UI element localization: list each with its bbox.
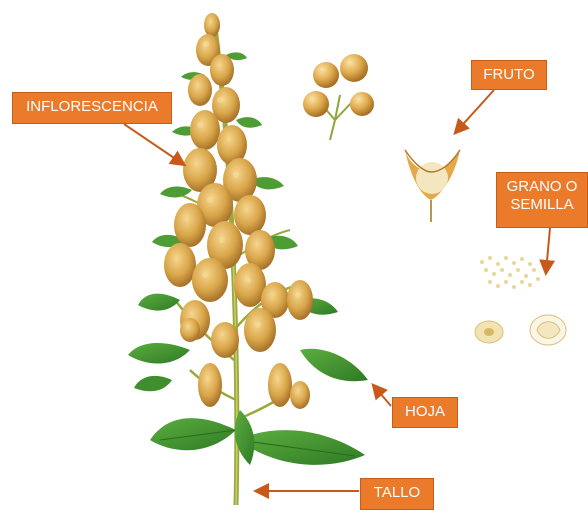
label-grano-line1: GRANO O bbox=[499, 178, 585, 196]
arrow-grano bbox=[546, 228, 550, 272]
quinoa-plant-illustration bbox=[128, 13, 368, 505]
label-grano-semilla: GRANO O SEMILLA bbox=[496, 172, 588, 228]
label-tallo-text: TALLO bbox=[369, 484, 425, 502]
seed-grains-illustration bbox=[475, 256, 566, 345]
label-hoja: HOJA bbox=[392, 397, 458, 428]
label-inflorescencia: INFLORESCENCIA bbox=[12, 92, 172, 124]
open-fruit-illustration bbox=[405, 150, 460, 222]
fruit-cluster-illustration bbox=[303, 54, 374, 140]
arrow-fruto bbox=[456, 90, 494, 132]
label-grano-line2: SEMILLA bbox=[499, 196, 585, 214]
arrow-inflorescencia bbox=[124, 124, 183, 164]
label-tallo: TALLO bbox=[360, 478, 434, 510]
label-inflorescencia-text: INFLORESCENCIA bbox=[21, 98, 163, 116]
label-fruto: FRUTO bbox=[471, 60, 547, 90]
label-fruto-text: FRUTO bbox=[480, 66, 538, 84]
arrow-hoja bbox=[374, 386, 391, 406]
label-hoja-text: HOJA bbox=[401, 403, 449, 421]
